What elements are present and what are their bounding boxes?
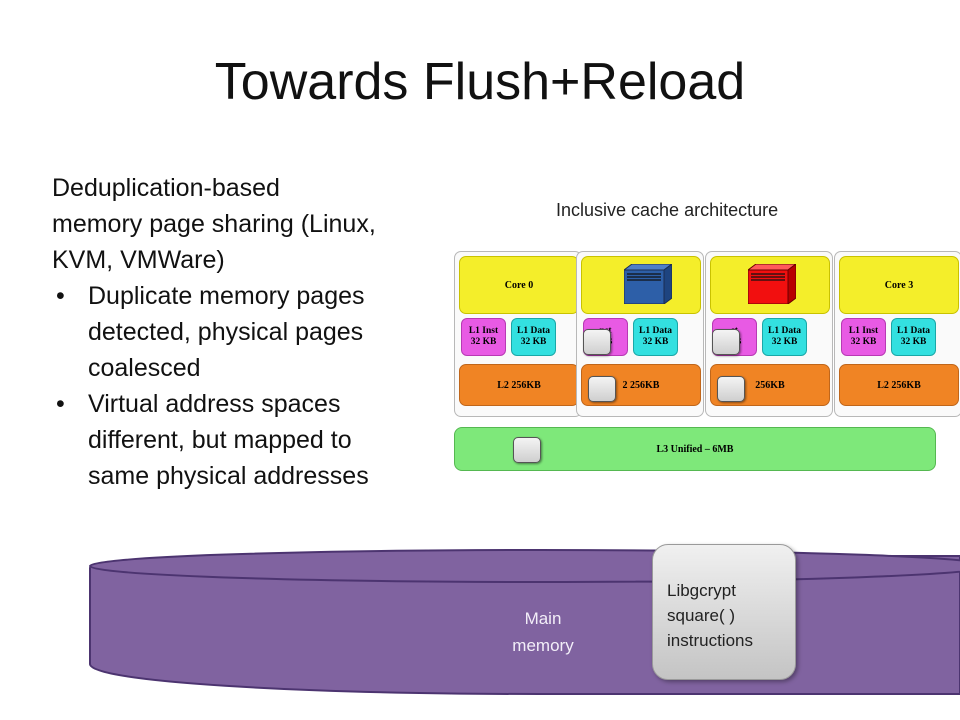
l1-data-size: 32 KB — [771, 337, 798, 347]
l1-inst-size: 32 KB — [850, 337, 877, 347]
main-memory-label-line: Main — [524, 609, 562, 628]
lead-line: memory page sharing (Linux, — [52, 210, 376, 238]
diagram-caption: Inclusive cache architecture — [556, 200, 779, 220]
libgcrypt-line: square( ) — [667, 606, 736, 625]
bullet-line: same physical addresses — [88, 462, 369, 490]
main-memory-cylinder — [89, 549, 960, 695]
l1-data-label: L1 Data — [639, 326, 672, 336]
shared-page-marker — [588, 376, 616, 402]
bullet-item: • Duplicate memory pages detected, physi… — [52, 278, 437, 386]
l1-data-label: L1 Data — [517, 326, 550, 336]
l1-data-label: L1 Data — [768, 326, 801, 336]
bullet-line: Virtual address spaces — [88, 390, 341, 418]
core-label: Core 3 — [839, 256, 959, 314]
shared-page-marker — [717, 376, 745, 402]
bullet-item: • Virtual address spaces different, but … — [52, 386, 437, 494]
lead-paragraph: Deduplication-based memory page sharing … — [52, 170, 437, 278]
lead-line: Deduplication-based — [52, 174, 280, 202]
lead-line: KVM, VMWare) — [52, 246, 225, 274]
bullet-line: Duplicate memory pages — [88, 282, 365, 310]
l2-cache: L2 256KB — [459, 364, 579, 406]
left-text-panel: Deduplication-based memory page sharing … — [52, 170, 437, 494]
libgcrypt-line: Libgcrypt — [667, 581, 736, 600]
libgcrypt-line: instructions — [667, 631, 753, 650]
bullet-marker: • — [56, 390, 65, 418]
shared-page-marker — [513, 437, 541, 463]
bullet-list: • Duplicate memory pages detected, physi… — [52, 278, 437, 494]
main-memory-label: Main memory — [494, 605, 592, 659]
l1-data-size: 32 KB — [520, 337, 547, 347]
l1-inst-label: L1 Inst — [848, 326, 879, 336]
core-label: Core 0 — [459, 256, 579, 314]
l1-data-label: L1 Data — [897, 326, 930, 336]
blue-server-icon — [624, 264, 672, 304]
bullet-line: coalesced — [88, 354, 201, 382]
shared-page-marker — [583, 329, 611, 355]
l1-inst-size: 32 KB — [470, 337, 497, 347]
l2-cache: L2 256KB — [839, 364, 959, 406]
shared-page-marker — [712, 329, 740, 355]
l1-data-size: 32 KB — [642, 337, 669, 347]
bullet-marker: • — [56, 282, 65, 310]
bullet-line: different, but mapped to — [88, 426, 352, 454]
main-memory-label-line: memory — [512, 636, 574, 655]
bullet-line: detected, physical pages — [88, 318, 364, 346]
l1-data-size: 32 KB — [900, 337, 927, 347]
slide-title: Towards Flush+Reload — [214, 53, 746, 111]
libgcrypt-shared-page: Libgcrypt square( ) instructions — [652, 544, 796, 680]
red-server-icon — [748, 264, 796, 304]
l1-inst-label: L1 Inst — [468, 326, 499, 336]
